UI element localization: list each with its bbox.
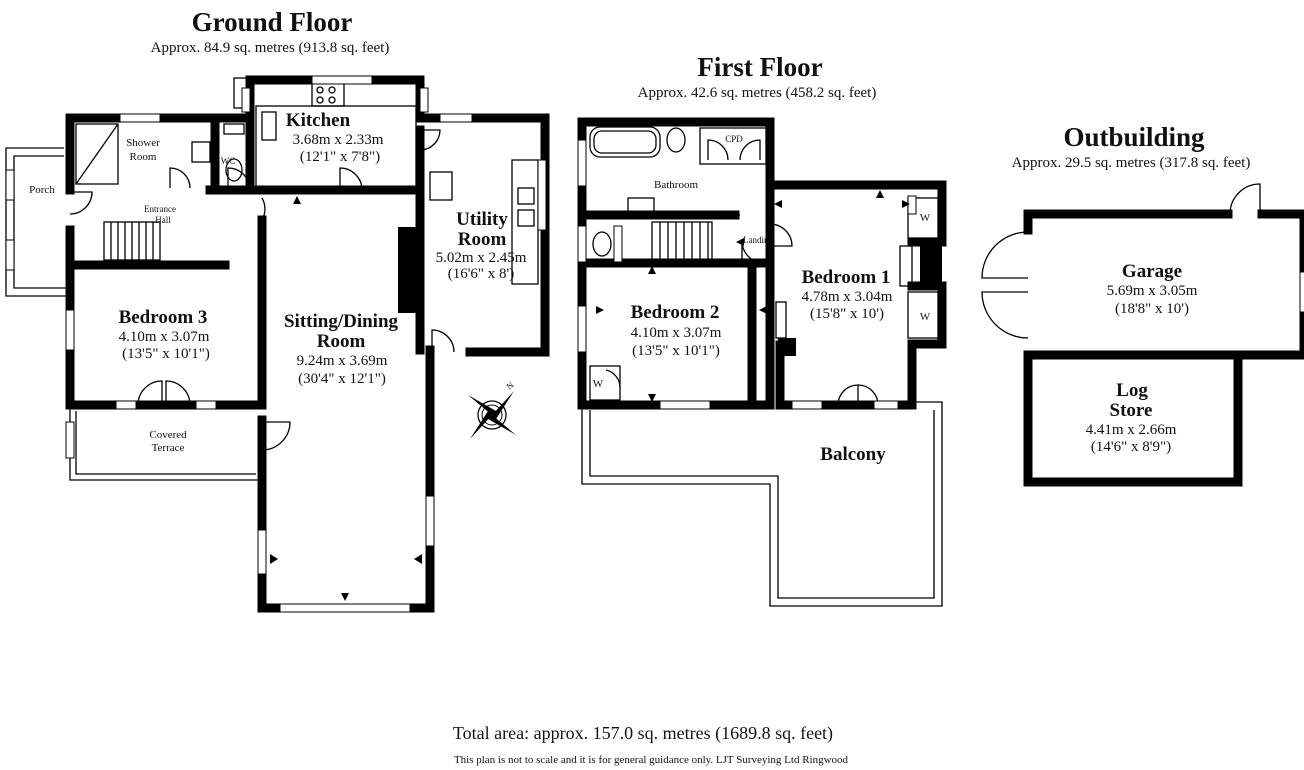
sitting-room-label-2: Room: [317, 331, 366, 352]
ground-floor-area: Approx. 84.9 sq. metres (913.8 sq. feet): [151, 40, 390, 56]
disclaimer: This plan is not to scale and it is for …: [454, 754, 849, 766]
bedroom3-label: Bedroom 3: [119, 307, 208, 328]
first-arrows: [596, 190, 910, 402]
wardrobe-label-2: W: [920, 311, 931, 323]
wc-label: WC: [221, 156, 236, 166]
outbuilding-title: Outbuilding: [1063, 122, 1205, 152]
bedroom2-dim-imperial: (13'5" x 10'1"): [632, 343, 720, 359]
ground-floor-title: Ground Floor: [192, 7, 353, 37]
garage-doors: [981, 183, 1304, 339]
garage-label: Garage: [1122, 261, 1182, 282]
shower-room-label-1: Shower: [126, 137, 160, 149]
bedroom3-dim-metric: 4.10m x 3.07m: [119, 329, 210, 345]
utility-fixtures: [429, 159, 547, 353]
first-bathroom-fixtures: [589, 126, 767, 257]
kitchen-dim-imperial: (12'1" x 7'8"): [300, 149, 380, 165]
bedroom3-dim-imperial: (13'5" x 10'1"): [122, 346, 210, 362]
ground-floor-plan: [5, 75, 550, 613]
logstore-dim-imperial: (14'6" x 8'9"): [1091, 439, 1171, 455]
entrance-hall-label-2: Hall: [155, 215, 171, 225]
logstore-label-1: Log: [1116, 380, 1148, 401]
ground-doors: [69, 129, 441, 451]
bedroom1-dim-imperial: (15'8" x 10'): [810, 306, 884, 322]
wardrobes: [589, 197, 939, 401]
landing-label: Landing: [743, 235, 773, 245]
logstore-dim-metric: 4.41m x 2.66m: [1086, 422, 1177, 438]
utility-label-1: Utility: [456, 209, 508, 230]
ground-windows: [65, 75, 473, 613]
wardrobe-label-1: W: [920, 212, 931, 224]
first-stairs: [651, 214, 740, 261]
kitchen-dim-metric: 3.68m x 2.33m: [293, 132, 384, 148]
utility-label-2: Room: [458, 229, 507, 250]
sitting-room-label-1: Sitting/Dining: [284, 311, 399, 332]
bedroom1-label: Bedroom 1: [802, 267, 891, 288]
porch-walls: [5, 147, 70, 297]
bedroom2-dim-metric: 4.10m x 3.07m: [631, 325, 722, 341]
entrance-hall-label-1: Entrance: [144, 204, 176, 214]
shower-room-label-2: Room: [130, 151, 157, 163]
terrace-label-2: Terrace: [152, 442, 185, 454]
first-windows: [577, 139, 917, 410]
kitchen-fixtures: [241, 81, 429, 189]
first-floor-title: First Floor: [697, 52, 822, 82]
bedroom1-dim-metric: 4.78m x 3.04m: [802, 289, 893, 305]
sitting-room-dim-metric: 9.24m x 3.69m: [297, 353, 388, 369]
bedroom2-label: Bedroom 2: [631, 302, 720, 323]
balcony-outline: [581, 401, 943, 607]
terrace-outline: [65, 405, 262, 481]
outbuilding-walls: [1023, 209, 1304, 487]
ground-stairs: [103, 221, 161, 261]
logstore-label-2: Store: [1110, 400, 1153, 421]
compass-rose: [468, 391, 516, 439]
first-floor-plan: [577, 117, 947, 607]
sitting-room-dim-imperial: (30'4" x 12'1"): [298, 371, 386, 387]
kitchen-label: Kitchen: [286, 110, 351, 131]
utility-dim-imperial: (16'6" x 8'): [448, 266, 515, 282]
first-floor-area: Approx. 42.6 sq. metres (458.2 sq. feet): [638, 85, 877, 101]
bathroom-label: Bathroom: [654, 179, 698, 191]
porch-label: Porch: [29, 184, 55, 196]
total-area: Total area: approx. 157.0 sq. metres (16…: [453, 723, 833, 744]
utility-dim-metric: 5.02m x 2.45m: [436, 250, 527, 266]
cpd-label: CPD: [725, 134, 743, 144]
garage-dim-imperial: (18'8" x 10'): [1115, 301, 1189, 317]
garage-dim-metric: 5.69m x 3.05m: [1107, 283, 1198, 299]
outbuilding-area: Approx. 29.5 sq. metres (317.8 sq. feet): [1012, 155, 1251, 171]
terrace-label-1: Covered: [149, 429, 187, 441]
wardrobe-label-3: W: [593, 378, 604, 390]
compass-north-label: N: [504, 379, 516, 391]
ground-arrows: [270, 196, 422, 601]
balcony-label: Balcony: [820, 444, 886, 465]
outbuilding-plan: [981, 183, 1304, 487]
bathroom-fixtures: [75, 77, 249, 185]
